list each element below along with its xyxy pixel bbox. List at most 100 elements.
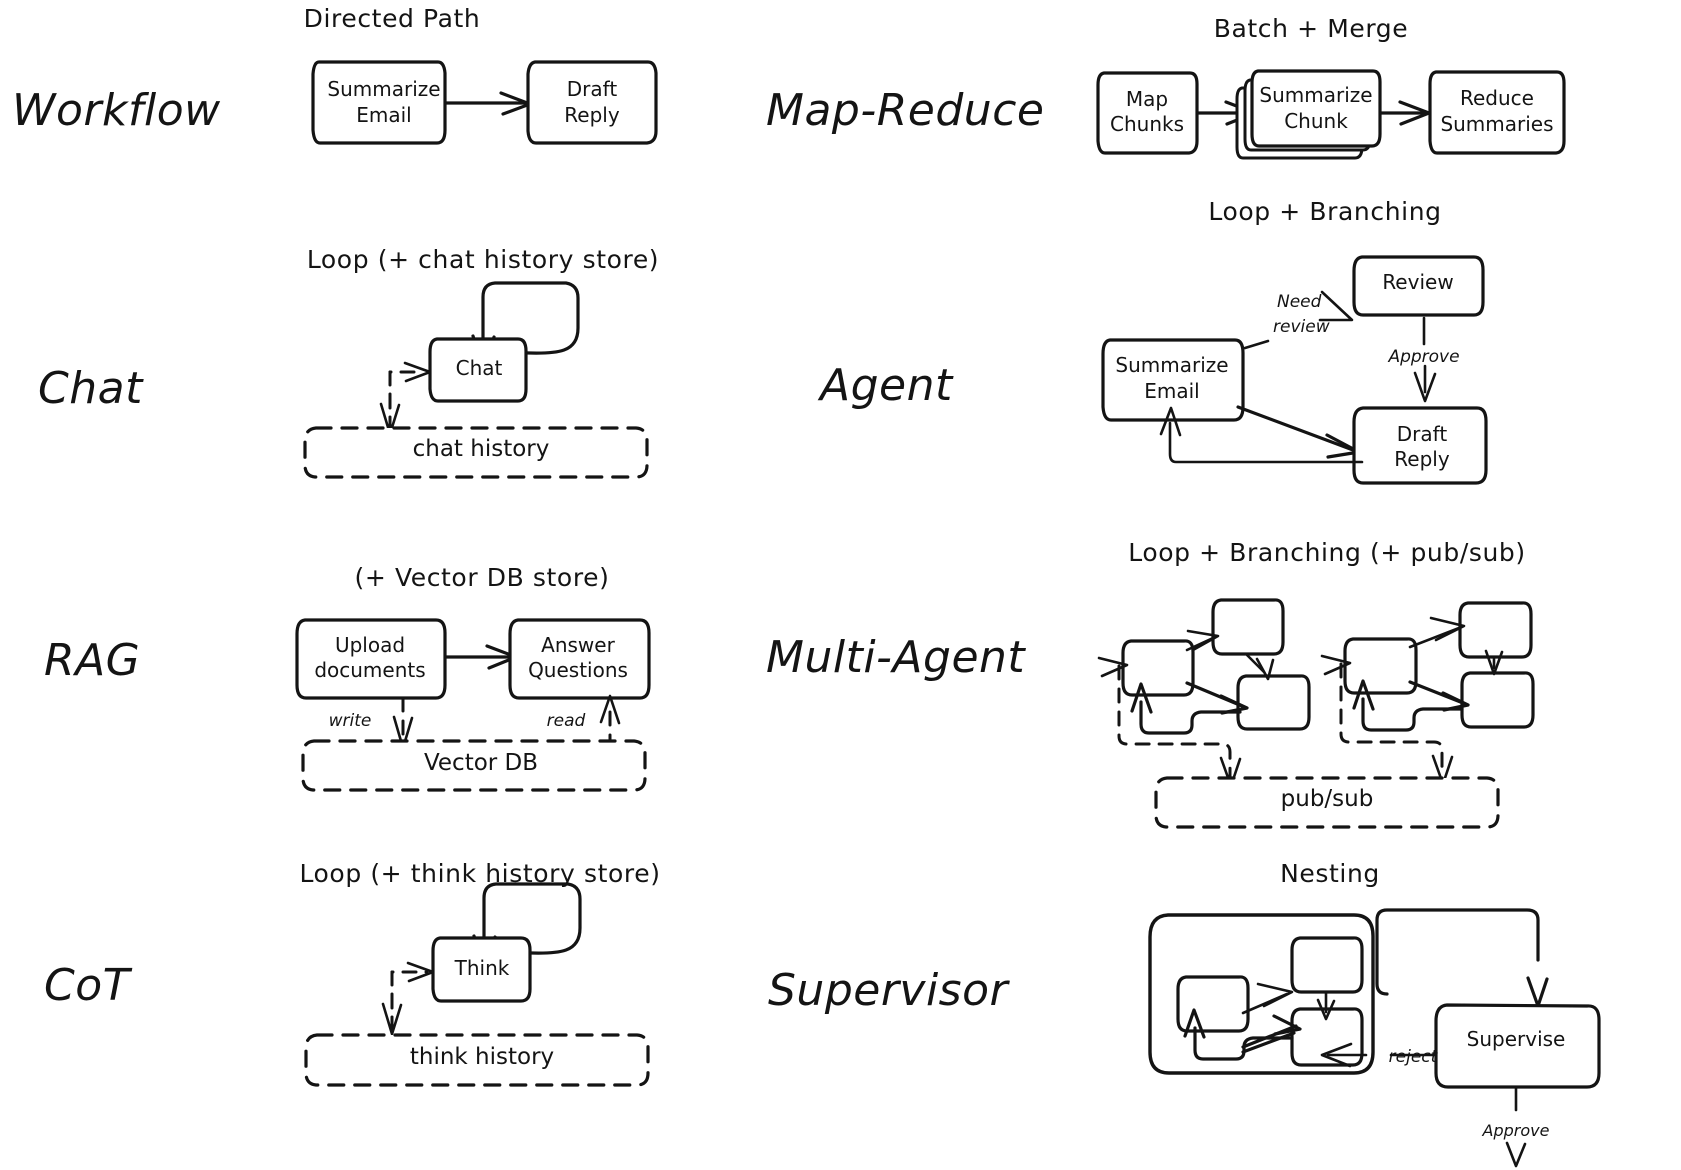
- node-label: Reply: [564, 103, 620, 127]
- row-label-chat: Chat: [38, 363, 144, 414]
- node-agent-a-right[interactable]: [1236, 674, 1311, 731]
- node-map-chunks[interactable]: Map Chunks: [1096, 71, 1199, 155]
- node-nested-top[interactable]: [1290, 936, 1364, 994]
- edge-label-approve: Approve: [1387, 347, 1459, 367]
- panel-chat: Chat Loop (+ chat history store) Chat ch…: [38, 245, 659, 479]
- node-summarize-email[interactable]: Summarize Email: [311, 60, 447, 145]
- panel-title-loop-chat: Loop (+ chat history store): [307, 245, 659, 274]
- panel-multi-agent: Multi-Agent Loop + Branching (+ pub/sub): [766, 538, 1535, 829]
- edge-upload-to-answer: [444, 644, 518, 670]
- node-label: Draft: [1397, 422, 1448, 446]
- edge-summarize-to-reduce: [1379, 100, 1431, 126]
- store-label: think history: [410, 1044, 554, 1070]
- node-label: Reduce: [1460, 86, 1534, 110]
- subgraph-agent-a: [1097, 598, 1311, 788]
- edge-think-history-write: [381, 970, 403, 1036]
- edge-nested-left-to-top: [1241, 982, 1294, 1015]
- edge-label-write: write: [329, 711, 372, 731]
- node-review[interactable]: Review: [1352, 255, 1485, 317]
- store-chat-history[interactable]: chat history: [303, 426, 649, 479]
- node-nested-bottom[interactable]: [1290, 1007, 1364, 1067]
- edge-nested-top-to-bottom: [1316, 991, 1336, 1021]
- edge-label-reject: reject: [1389, 1047, 1439, 1067]
- panel-title-loop-branching-pubsub: Loop + Branching (+ pub/sub): [1128, 538, 1526, 567]
- node-label: Answer: [541, 633, 615, 657]
- node-label: Chat: [456, 356, 503, 380]
- node-label: Questions: [528, 658, 628, 682]
- node-label: Summarize: [327, 77, 440, 101]
- subgraph-agent-b: [1320, 601, 1535, 786]
- panel-cot: CoT Loop (+ think history store) Think t…: [44, 859, 660, 1087]
- node-answer-questions[interactable]: Answer Questions: [508, 618, 651, 700]
- store-pub-sub[interactable]: pub/sub: [1154, 776, 1500, 829]
- node-think[interactable]: Think: [431, 936, 532, 1003]
- row-label-workflow: Workflow: [12, 85, 221, 136]
- edge-need-review: Need review: [1243, 290, 1354, 350]
- node-label: Chunks: [1110, 112, 1184, 136]
- node-label: documents: [314, 658, 425, 682]
- store-think-history[interactable]: think history: [304, 1033, 650, 1087]
- node-reduce-summaries[interactable]: Reduce Summaries: [1428, 70, 1566, 155]
- store-vector-db[interactable]: Vector DB: [301, 739, 647, 792]
- edge-b-left-to-right: [1408, 680, 1470, 712]
- edge-think-history-read: [390, 961, 435, 1032]
- node-label: Summarize: [1115, 353, 1228, 377]
- edge-approve: Approve: [1387, 316, 1460, 403]
- edge-chat-history-write: [379, 370, 401, 436]
- node-label: Upload: [335, 633, 405, 657]
- node-label: Review: [1382, 270, 1453, 294]
- node-label: Summaries: [1440, 112, 1553, 136]
- node-supervise[interactable]: Supervise: [1434, 1003, 1601, 1089]
- panel-supervisor: Supervisor Nesting: [768, 859, 1601, 1168]
- edge-reject: reject: [1320, 1042, 1439, 1068]
- node-chat[interactable]: Chat: [428, 337, 528, 403]
- panel-map-reduce: Map-Reduce Batch + Merge Map Chunks Summ…: [766, 14, 1566, 160]
- node-label: Email: [1144, 379, 1200, 403]
- node-draft-reply[interactable]: Draft Reply: [526, 60, 658, 145]
- row-label-multi-agent: Multi-Agent: [766, 632, 1026, 683]
- edge-summarize-to-draft-diagonal: [1236, 405, 1361, 459]
- row-label-rag: RAG: [44, 635, 140, 686]
- edge-summarize-to-draft: [444, 91, 532, 116]
- row-label-cot: CoT: [44, 960, 133, 1011]
- panel-title-nesting: Nesting: [1280, 859, 1380, 888]
- panel-title-batch-merge: Batch + Merge: [1214, 14, 1409, 43]
- node-agent-b-right[interactable]: [1460, 671, 1535, 729]
- edge-a-top-to-right: [1245, 653, 1275, 681]
- edge-b-right-loop: [1352, 679, 1464, 732]
- node-agent-b-top[interactable]: [1458, 601, 1533, 659]
- node-label: Chunk: [1284, 109, 1348, 133]
- edge-loop-back-to-summarize: [1159, 406, 1364, 464]
- node-agent-summarize-email[interactable]: Summarize Email: [1101, 338, 1245, 422]
- node-agent-a-left[interactable]: [1121, 639, 1195, 697]
- panel-title-loop-think: Loop (+ think history store): [299, 859, 660, 888]
- row-label-map-reduce: Map-Reduce: [766, 85, 1044, 136]
- node-label: Email: [356, 103, 412, 127]
- edge-write-to-vector-db: write: [329, 696, 414, 750]
- node-summarize-chunk[interactable]: Summarize Chunk: [1235, 69, 1382, 160]
- node-label: Reply: [1394, 447, 1450, 471]
- panel-title-loop-branching: Loop + Branching: [1208, 197, 1441, 226]
- panel-agent: Agent Loop + Branching Summarize Email N…: [817, 197, 1488, 485]
- panel-workflow: Workflow Directed Path Summarize Email D…: [12, 4, 658, 145]
- panel-rag: RAG (+ Vector DB store) Upload documents…: [44, 563, 651, 792]
- node-label: Supervise: [1467, 1027, 1566, 1051]
- edge-nested-bottom-loop: [1183, 1008, 1294, 1061]
- store-label: Vector DB: [424, 750, 538, 776]
- edge-label-approve-out: Approve: [1482, 1121, 1550, 1140]
- edge-label-review: review: [1273, 317, 1330, 337]
- row-label-supervisor: Supervisor: [768, 965, 1011, 1016]
- edge-label-read: read: [547, 711, 586, 731]
- edge-supervise-approve: Approve: [1482, 1086, 1550, 1168]
- node-agent-draft-reply[interactable]: Draft Reply: [1352, 406, 1488, 485]
- node-agent-b-left[interactable]: [1343, 637, 1418, 695]
- edge-a-right-loop: [1130, 682, 1242, 735]
- node-label: Map: [1126, 87, 1168, 111]
- panel-title-vector-db: (+ Vector DB store): [355, 563, 610, 592]
- node-agent-a-top[interactable]: [1211, 598, 1285, 656]
- node-upload-documents[interactable]: Upload documents: [295, 618, 447, 700]
- node-label: Think: [454, 956, 510, 980]
- edge-b-top-to-right: [1484, 649, 1504, 676]
